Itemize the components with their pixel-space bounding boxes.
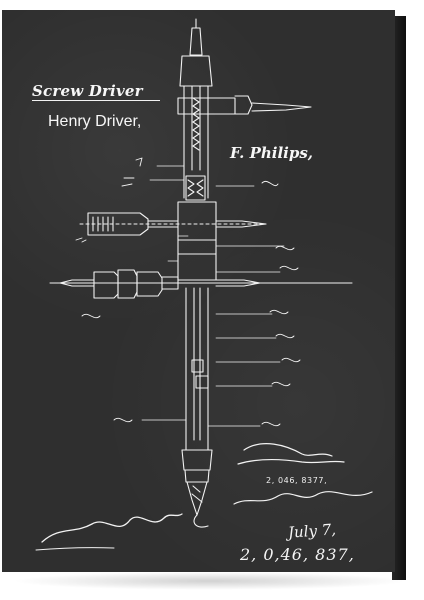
patent-title: Screw Driver — [32, 82, 160, 101]
screwdriver-patent-drawing — [35, 18, 373, 551]
top-knurled-cap — [189, 27, 203, 56]
bottom-tip — [186, 481, 208, 516]
upper-side-bit — [251, 102, 312, 112]
handwritten-patent-number: 2, 0,46, 837, — [240, 545, 355, 564]
upper-collar — [179, 55, 213, 87]
reference-marks-left — [75, 157, 143, 423]
lower-ferrule — [181, 449, 213, 471]
lower-left-bit — [59, 279, 95, 287]
attorney-name: F. Philips, — [230, 144, 314, 162]
bottom-pointer — [193, 514, 209, 528]
lower-nut-left — [117, 269, 138, 299]
lower-right-bit — [215, 279, 261, 287]
middle-body — [177, 201, 217, 281]
blueprint-canvas: Screw Driver Henry Driver, F. Philips, 2… — [2, 10, 395, 572]
upper-crossbar — [177, 97, 236, 115]
middle-right-bit — [215, 220, 267, 228]
lower-thread — [161, 276, 179, 290]
lower-block-two — [195, 375, 209, 389]
lower-nut-right — [136, 271, 163, 297]
lower-collar — [184, 469, 210, 483]
threaded-core — [192, 97, 200, 151]
lower-block-one — [191, 359, 204, 373]
middle-side-shaft — [147, 220, 179, 228]
bottom-flute — [191, 485, 203, 503]
canvas-side-edge — [392, 16, 406, 580]
handwritten-date: July 7, — [287, 520, 337, 542]
inventor-name: Henry Driver, — [48, 113, 142, 130]
signature-middle — [233, 491, 373, 505]
signature-upper — [237, 443, 345, 465]
spring-right — [196, 179, 204, 197]
reference-marks-right — [261, 181, 301, 427]
canvas-shadow — [12, 572, 407, 590]
middle-side-handle — [87, 212, 149, 236]
upper-side-knob — [234, 95, 253, 115]
signature-lower-left — [41, 513, 183, 543]
middle-ring — [177, 239, 217, 255]
lower-side-handle — [93, 271, 119, 299]
leader-lines — [141, 165, 285, 427]
patent-number-small: 2, 046, 8377, — [266, 476, 328, 485]
signature-underline — [35, 547, 115, 551]
spring-left — [187, 179, 195, 197]
upper-chamber — [185, 175, 206, 201]
